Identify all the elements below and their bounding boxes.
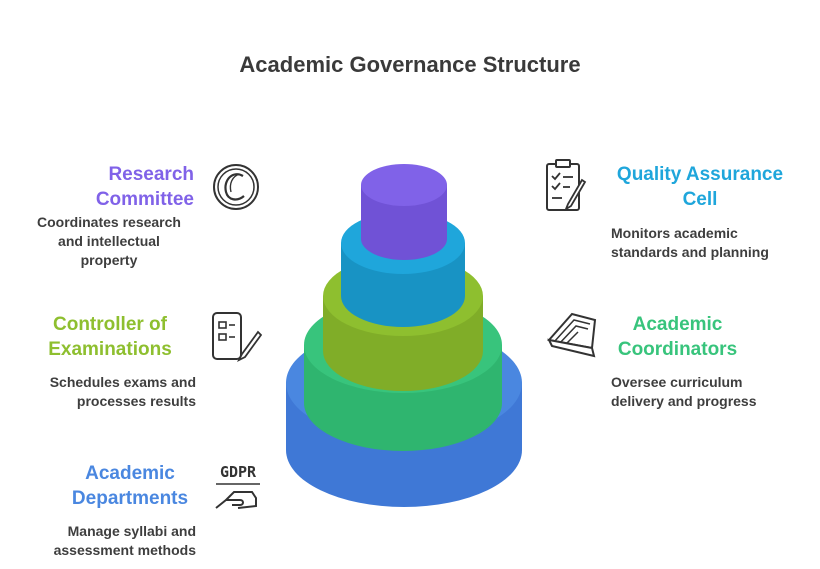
departments-title-line2: Departments [71,488,189,509]
quality-assurance-title-line2: Cell [682,189,718,210]
controller-desc-line2: processes results [76,393,196,409]
quality-assurance-title-line1: Quality Assurance [616,164,784,185]
coordinators-desc-line2: delivery and progress [611,393,757,409]
controller-title-line2: Examinations [48,339,172,360]
departments-desc-line2: assessment methods [53,542,196,558]
open-book-icon [547,312,597,358]
departments-desc-line1: Manage syllabi and [67,523,196,539]
controller-of-examinations-label: Controller of Examinations [20,312,200,362]
research-committee-desc: Coordinates research and intellectual pr… [20,213,198,270]
academic-departments-desc: Manage syllabi and assessment methods [20,522,196,560]
quality-assurance-desc: Monitors academic standards and planning [611,224,801,262]
controller-desc-line1: Schedules exams and [49,374,196,390]
research-committee-title-line2: Committee [95,189,194,210]
quality-assurance-cell-label: Quality Assurance Cell [600,162,800,212]
research-committee-desc-line1: Coordinates research [37,214,181,230]
research-committee-desc-line2: and intellectual [58,233,160,249]
coordinators-desc-line1: Oversee curriculum [611,374,743,390]
quality-assurance-desc-line2: standards and planning [611,244,769,260]
academic-departments-label: Academic Departments [50,461,210,511]
gdpr-hand-icon: GDPR [215,463,260,509]
copyright-icon [213,164,259,210]
research-committee-desc-line3: property [80,252,138,268]
research-committee-title-line1: Research [108,164,194,185]
controller-title-line1: Controller of [53,314,167,335]
controller-of-examinations-desc: Schedules exams and processes results [20,373,196,411]
coordinators-title-line2: Coordinators [617,339,738,360]
page-title: Academic Governance Structure [239,52,581,77]
exam-sheet-pencil-icon [212,312,262,363]
research-committee-label: Research Committee [20,162,194,212]
coordinators-title-line1: Academic [632,314,723,335]
checklist-clipboard-icon [546,159,587,212]
quality-assurance-desc-line1: Monitors academic [611,225,738,241]
departments-title-line1: Academic [85,463,175,484]
academic-coordinators-desc: Oversee curriculum delivery and progress [611,373,801,411]
gdpr-icon-text: GDPR [220,463,257,481]
academic-coordinators-label: Academic Coordinators [590,312,765,362]
tier-research-committee [361,164,447,260]
